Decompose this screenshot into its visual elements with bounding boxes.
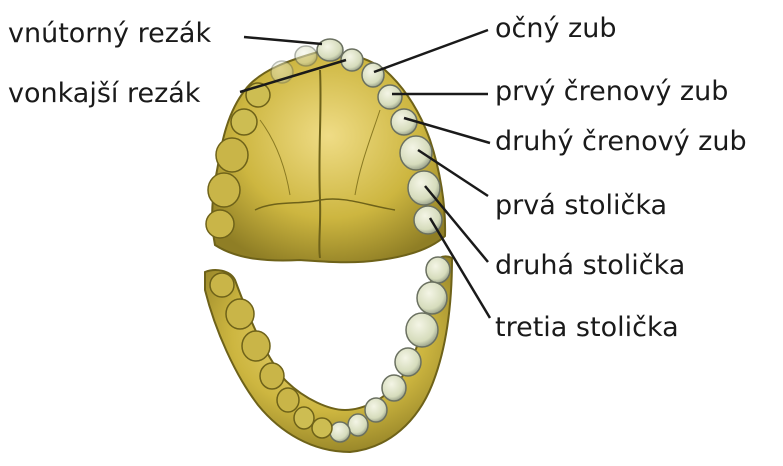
lower-left-molar-2 xyxy=(226,299,254,329)
label-outer-incisor: vonkajší rezák xyxy=(8,80,200,107)
lower-left-molar-3 xyxy=(210,273,234,297)
lower-left-premolar-1 xyxy=(277,388,299,412)
leader-ocny-zub xyxy=(374,30,488,72)
label-first-molar: prvá stolička xyxy=(495,192,667,219)
lower-left-incisor xyxy=(312,418,332,438)
lower-premolar-2 xyxy=(395,348,421,376)
lower-left-canine xyxy=(294,407,314,429)
label-second-molar: druhá stolička xyxy=(495,252,685,279)
upper-left-molar-2 xyxy=(208,173,240,207)
leader-vnutorny-rezak xyxy=(244,37,322,44)
upper-left-molar-3 xyxy=(206,210,234,238)
upper-left-incisor xyxy=(295,46,317,66)
lower-left-premolar-2 xyxy=(260,363,284,389)
upper-canine xyxy=(362,63,384,87)
lower-canine xyxy=(365,398,387,422)
lower-molar-3 xyxy=(426,257,450,283)
upper-premolar-2 xyxy=(391,109,417,135)
label-first-premolar: prvý črenový zub xyxy=(495,78,728,105)
lower-molar-1 xyxy=(406,313,438,347)
upper-incisor-central xyxy=(317,39,343,61)
lower-premolar-1 xyxy=(382,375,406,401)
lower-molar-2 xyxy=(417,282,447,314)
lower-jaw xyxy=(205,256,452,452)
label-inner-incisor: vnútorný rezák xyxy=(8,20,211,47)
lower-incisor-lateral xyxy=(348,414,368,436)
lower-incisor-central xyxy=(330,422,350,442)
upper-molar-1 xyxy=(400,136,432,170)
upper-left-molar-1 xyxy=(216,138,248,172)
lower-left-molar-1 xyxy=(242,331,270,361)
label-third-molar: tretia stolička xyxy=(495,314,679,341)
upper-premolar-1 xyxy=(378,85,402,109)
upper-jaw xyxy=(206,39,445,262)
upper-left-premolar-2 xyxy=(231,109,257,135)
label-canine: očný zub xyxy=(495,15,616,42)
label-second-premolar: druhý črenový zub xyxy=(495,128,747,155)
